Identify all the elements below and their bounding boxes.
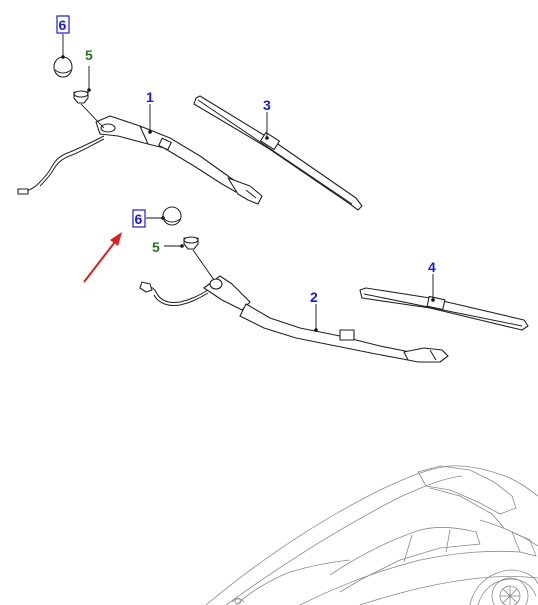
callout-6-lower: 6 [135, 211, 143, 227]
callout-4: 4 [428, 259, 436, 275]
leader-lines [61, 34, 435, 332]
callout-2: 2 [310, 289, 318, 305]
callout-6-upper: 6 [59, 17, 67, 33]
hose-connector-lower [139, 281, 153, 293]
vehicle-outline [205, 465, 538, 605]
arm-shaft-lower [239, 303, 411, 361]
blade-adapter-upper [260, 131, 280, 151]
arm-hook-lower [403, 347, 449, 363]
wiper-arm-right [139, 275, 449, 363]
callout-3: 3 [263, 97, 271, 113]
callout-1: 1 [146, 89, 154, 105]
wiper-blade-left [193, 95, 363, 211]
washer-hose-upper [23, 135, 105, 193]
hose-connector-upper [17, 188, 29, 195]
cap-upper [53, 56, 73, 78]
arm-shaft-upper [139, 125, 243, 193]
callout-box-6-upper [56, 15, 70, 34]
wiper-blade-right [359, 287, 529, 331]
arm-clip-lower [339, 329, 355, 341]
nut-upper [73, 90, 89, 104]
nut-lower [183, 236, 199, 250]
callout-5-lower: 5 [152, 239, 160, 255]
direction-arrow [83, 232, 122, 283]
arm-hook-upper [227, 177, 263, 205]
wiper-arm-left [17, 115, 263, 205]
cap-lower [162, 206, 182, 226]
callout-5-upper: 5 [85, 47, 93, 63]
callout-box-6-lower [132, 209, 146, 228]
